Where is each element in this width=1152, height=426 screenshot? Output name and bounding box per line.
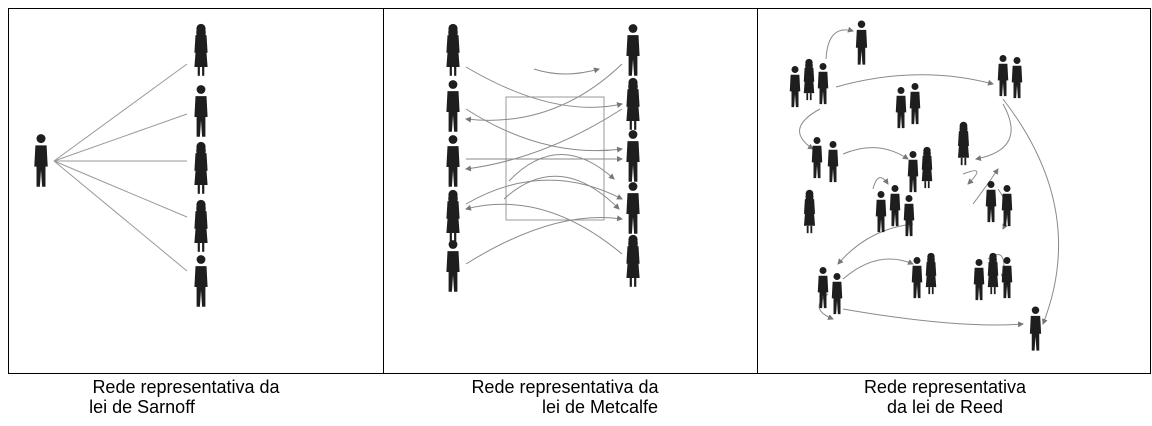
person-group-icon	[811, 137, 839, 183]
person-icon	[803, 189, 816, 234]
caption-line-1: Rede representativa	[863, 377, 1027, 397]
caption-line-2: lei de Metcalfe	[541, 397, 659, 417]
person-group-icon	[911, 252, 937, 299]
caption-line-1: Rede representativa da	[471, 377, 659, 397]
person-icon	[957, 121, 970, 166]
person-icon	[1029, 306, 1042, 351]
caption-metcalfe: Rede representativa da lei de Metcalfe	[375, 377, 755, 417]
person-icon	[626, 24, 640, 76]
reed-network	[789, 20, 1059, 351]
person-group-icon	[997, 55, 1023, 99]
person-icon	[626, 234, 640, 287]
person-group-icon	[895, 83, 921, 129]
caption-line-1: Rede representativa da	[92, 377, 280, 397]
person-icon	[194, 23, 208, 76]
person-icon	[446, 23, 460, 76]
person-group-icon	[817, 267, 843, 315]
figure-frame	[8, 8, 1151, 374]
person-icon	[446, 135, 460, 187]
person-icon	[194, 141, 208, 194]
caption-reed: Rede representativa da lei de Reed	[755, 377, 1135, 417]
person-icon	[626, 182, 640, 234]
person-icon	[446, 189, 460, 242]
panel-divider-1	[383, 8, 384, 374]
person-icon	[446, 80, 460, 132]
panel-reed	[758, 9, 1150, 373]
person-group-icon	[789, 58, 829, 108]
person-group-icon	[875, 185, 915, 237]
person-group-icon	[985, 181, 1013, 227]
panel-divider-2	[757, 8, 758, 374]
panel-sarnoff	[9, 9, 383, 373]
caption-line-2: lei de Sarnoff	[89, 397, 195, 417]
caption-sarnoff: Rede representativa da lei de Sarnoff	[0, 377, 380, 417]
person-icon	[626, 130, 640, 182]
person-icon	[194, 199, 208, 252]
person-icon	[194, 85, 208, 137]
person-group-icon	[907, 146, 933, 193]
caption-line-2: da lei de Reed	[886, 397, 1004, 417]
panel-metcalfe	[384, 9, 757, 373]
person-icon	[194, 255, 208, 307]
person-group-icon	[973, 252, 1013, 301]
person-icon	[626, 77, 640, 130]
sarnoff-network	[34, 23, 208, 307]
metcalfe-network	[446, 23, 640, 292]
person-icon	[855, 20, 868, 65]
person-icon	[34, 134, 48, 187]
person-icon	[446, 240, 460, 292]
